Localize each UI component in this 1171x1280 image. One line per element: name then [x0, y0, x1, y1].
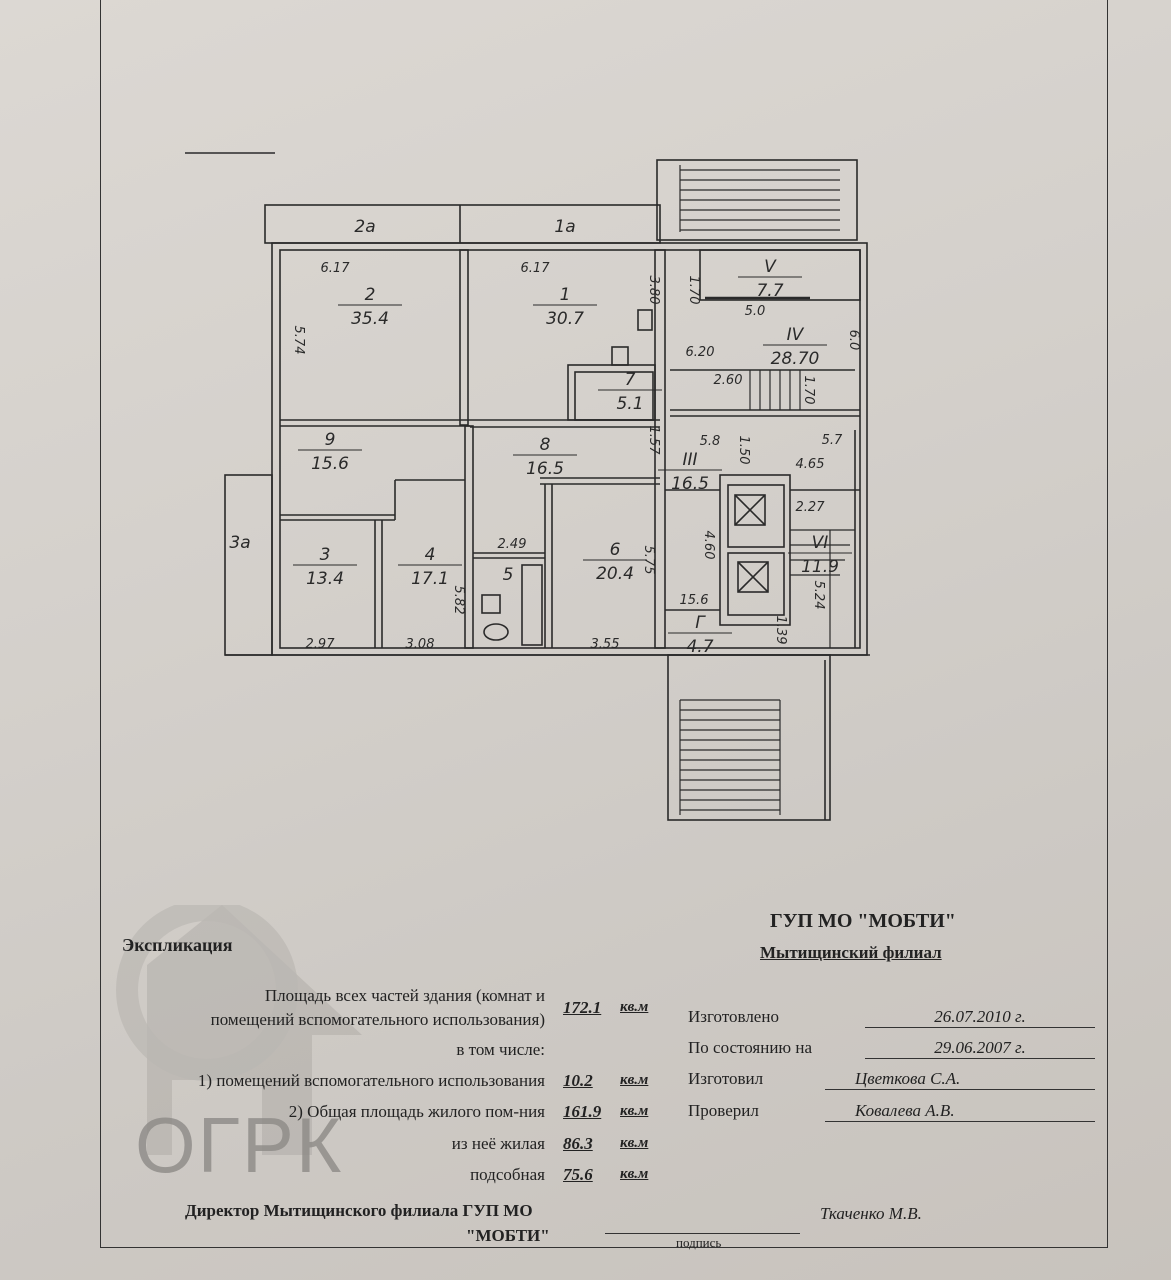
director-title-line1: Директор Мытищинского филиала ГУП МО — [185, 1201, 533, 1220]
room-area: 5.1 — [616, 394, 643, 414]
living-value: 86.3 — [563, 1134, 593, 1153]
director-title-line2: "МОБТИ" — [466, 1226, 550, 1245]
total-area-label-line1: Площадь всех частей здания (комнат и — [264, 986, 545, 1005]
state-date: 29.06.2007 г. — [865, 1038, 1095, 1059]
room-number: 1а — [554, 217, 575, 237]
dimension-label: 5.8 — [700, 434, 721, 449]
checker-name: Ковалева А.В. — [825, 1101, 1095, 1122]
dimension-label: 3.08 — [406, 637, 435, 652]
living-total-label: 2) Общая площадь жилого пом-ния — [288, 1102, 545, 1121]
signature-caption: подпись — [676, 1235, 722, 1250]
total-area-unit: кв.м — [620, 999, 649, 1015]
made-label: Изготовлено — [688, 1007, 779, 1026]
dimension-label: 2.60 — [714, 373, 743, 388]
aux-area-unit: кв.м — [620, 1072, 649, 1088]
dimension-label: 1.57 — [646, 426, 661, 456]
page-frame — [100, 0, 1108, 1248]
room-area: 11.9 — [801, 557, 839, 577]
state-label: По состоянию на — [688, 1038, 813, 1057]
room-area: 13.4 — [306, 569, 344, 589]
living-label: из неё жилая — [451, 1134, 545, 1153]
room-number: 4 — [425, 545, 436, 565]
dimension-label: 1.39 — [773, 616, 788, 645]
maker-label: Изготовил — [688, 1069, 764, 1088]
org-name: ГУП МО "МОБТИ" — [770, 910, 956, 932]
dimension-label: 1.70 — [801, 376, 816, 405]
room-number: 2 — [365, 285, 376, 305]
room-number: 7 — [625, 370, 636, 390]
plan-walls — [185, 152, 870, 821]
maker-name: Цветкова С.А. — [825, 1069, 1095, 1090]
dimension-label: 6.17 — [521, 261, 551, 276]
room-area: 4.7 — [686, 637, 713, 657]
total-area-value: 172.1 — [563, 998, 602, 1017]
dimension-label: 2.49 — [498, 537, 527, 552]
dimension-label: 4.65 — [796, 457, 825, 472]
room-number: VI — [812, 533, 829, 553]
room-area: 28.70 — [771, 349, 820, 369]
utility-value: 75.6 — [563, 1165, 593, 1184]
signature-line — [605, 1233, 800, 1234]
watermark-text: ОГРК — [135, 1101, 344, 1189]
dimension-label: 5.75 — [641, 546, 656, 575]
room-area: 16.5 — [526, 459, 564, 479]
room-area: 20.4 — [596, 564, 634, 584]
made-date: 26.07.2010 г. — [865, 1007, 1095, 1028]
room-number: 2а — [354, 217, 375, 237]
aux-area-label: 1) помещений вспомогательного использова… — [197, 1071, 545, 1090]
including-label: в том числе: — [456, 1040, 545, 1059]
dimension-label: 5.7 — [822, 433, 843, 448]
room-number: IV — [787, 325, 805, 345]
dimension-label: 1.70 — [686, 276, 701, 305]
dimension-label: 6.0 — [846, 330, 861, 351]
room-number: 9 — [325, 430, 336, 450]
room-area: 7.7 — [756, 281, 783, 301]
ogrk-logo-watermark — [116, 905, 362, 1155]
room-number: V — [764, 257, 777, 277]
dimension-label: 5.24 — [811, 581, 826, 610]
room-area: 35.4 — [351, 309, 389, 329]
room-number: 5 — [503, 565, 514, 585]
living-unit: кв.м — [620, 1135, 649, 1151]
dimension-label: 3.55 — [591, 637, 620, 652]
director-name: Ткаченко М.В. — [820, 1204, 922, 1223]
floor-plan: 2а 1а 2 35.4 1 30.7 7 5.1 V 7.7IV 28.70 9 15.6 8 16.5 I… — [185, 152, 870, 821]
room-number: 3а — [229, 533, 250, 553]
room-number: 3 — [320, 545, 331, 565]
room-number: 1 — [560, 285, 571, 305]
room-area: 16.5 — [671, 474, 709, 494]
dimension-label: 3.80 — [646, 276, 661, 305]
dimension-label: 6.20 — [686, 345, 715, 360]
dimension-label: 4.60 — [701, 531, 716, 560]
dimension-label: 5.82 — [451, 586, 466, 615]
dimension-label: 15.6 — [680, 593, 709, 608]
room-number: 6 — [610, 540, 621, 560]
room-number: 8 — [540, 435, 551, 455]
room-area: 17.1 — [411, 569, 449, 589]
org-branch: Мытищинский филиал — [760, 943, 942, 962]
utility-label: подсобная — [470, 1165, 545, 1184]
explication-title: Экспликация — [122, 935, 233, 955]
living-total-unit: кв.м — [620, 1103, 649, 1119]
utility-unit: кв.м — [620, 1166, 649, 1182]
room-number: Г — [695, 613, 706, 633]
room-labels: 2а 1а 2 35.4 1 30.7 7 5.1 V 7.7IV 28.70 9 15.6 8 16.5 I… — [229, 217, 852, 657]
dimension-label: 2.97 — [306, 637, 336, 652]
dimension-label: 2.27 — [796, 500, 826, 515]
checker-label: Проверил — [688, 1101, 759, 1120]
dimension-label: 1.50 — [736, 436, 751, 465]
dimension-label: 5.0 — [745, 304, 766, 319]
room-number: III — [682, 450, 697, 470]
dimension-label: 5.74 — [291, 326, 306, 355]
room-area: 15.6 — [311, 454, 349, 474]
aux-area-value: 10.2 — [563, 1071, 593, 1090]
living-total-value: 161.9 — [563, 1102, 602, 1121]
dimension-label: 6.17 — [321, 261, 351, 276]
room-area: 30.7 — [546, 309, 584, 329]
total-area-label-line2: помещений вспомогательного использования… — [210, 1010, 545, 1029]
